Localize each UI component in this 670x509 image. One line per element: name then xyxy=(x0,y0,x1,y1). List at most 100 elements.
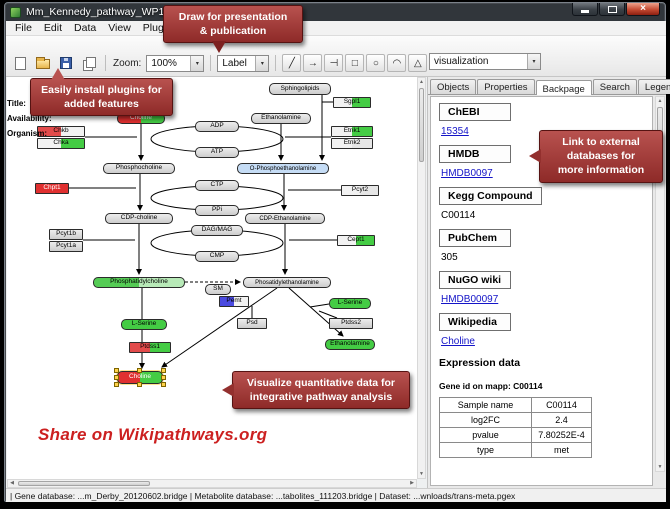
tab-search[interactable]: Search xyxy=(592,79,637,94)
scroll-up-icon[interactable]: ▲ xyxy=(657,98,663,104)
node-adp[interactable]: ADP xyxy=(195,121,239,132)
callout-pointer-icon xyxy=(51,68,65,80)
node-cdp-ethanolamine[interactable]: CDP-Ethanolamine xyxy=(245,213,325,224)
node-o-phosphoethanolamine[interactable]: O-Phosphoethanolamine xyxy=(237,163,329,174)
node-ptdss2[interactable]: Ptdss2 xyxy=(329,318,373,329)
selection-handle[interactable] xyxy=(114,368,119,373)
toolbar-separator xyxy=(275,55,277,71)
canvas-vertical-scrollbar[interactable]: ▲ ▼ xyxy=(417,77,426,479)
node-chpt1[interactable]: Chpt1 xyxy=(35,183,69,194)
bp-value-hmdb[interactable]: HMDB0097 xyxy=(441,168,493,179)
node-etnk2[interactable]: Etnk2 xyxy=(331,138,373,149)
oval-tool[interactable]: ○ xyxy=(366,54,386,72)
scrollbar-thumb[interactable] xyxy=(18,481,150,486)
node-ptdss1[interactable]: Ptdss1 xyxy=(129,342,171,353)
node-ethanolamine-bottom[interactable]: Ethanolamine xyxy=(325,339,375,350)
label-dropdown[interactable]: Label▾ xyxy=(217,54,270,72)
chevron-down-icon[interactable]: ▾ xyxy=(190,55,204,71)
menu-edit[interactable]: Edit xyxy=(43,22,63,34)
arrow-tool[interactable]: → xyxy=(303,54,323,72)
node-cdp-choline[interactable]: CDP-choline xyxy=(105,213,173,224)
selection-handle[interactable] xyxy=(137,368,142,373)
selection-handle[interactable] xyxy=(114,382,119,387)
triangle-tool[interactable]: △ xyxy=(408,54,428,72)
node-sm[interactable]: SM xyxy=(205,284,231,295)
selection-handle[interactable] xyxy=(161,374,166,380)
table-cell: pvalue xyxy=(439,427,532,443)
node-pcyt1b[interactable]: Pcyt1b xyxy=(49,229,83,240)
node-sphingolipids[interactable]: Sphingolipids xyxy=(269,83,331,95)
node-sgpl1[interactable]: Sgpl1 xyxy=(333,97,371,108)
node-psd[interactable]: Psd xyxy=(237,318,267,329)
node-phosphatidylethanolamine[interactable]: Phosatidylethanolamine xyxy=(243,277,331,288)
node-chka[interactable]: Chka xyxy=(37,138,85,149)
node-cmp[interactable]: CMP xyxy=(195,251,239,262)
chevron-down-icon[interactable]: ▾ xyxy=(527,54,540,69)
zoom-combobox[interactable]: 100% ▾ xyxy=(146,54,205,72)
node-choline-selected[interactable]: Choline xyxy=(114,368,166,387)
tab-backpage[interactable]: Backpage xyxy=(535,80,592,95)
pathway-edge[interactable] xyxy=(150,125,284,153)
rectangle-tool[interactable]: □ xyxy=(345,54,365,72)
node-pcyt2[interactable]: Pcyt2 xyxy=(341,185,379,196)
selection-handle[interactable] xyxy=(114,374,119,380)
open-button[interactable] xyxy=(33,54,53,72)
scroll-down-icon[interactable]: ▼ xyxy=(657,464,663,470)
selection-handle[interactable] xyxy=(161,382,166,387)
node-l-serine-left[interactable]: L-Serine xyxy=(121,319,167,330)
canvas-horizontal-scrollbar[interactable]: ◀ ▶ xyxy=(7,479,417,488)
node-ppi[interactable]: PPi xyxy=(195,205,239,216)
tbar-tool[interactable]: ⊣ xyxy=(324,54,344,72)
pathway-edge[interactable] xyxy=(150,185,284,211)
save-button[interactable] xyxy=(56,54,76,72)
node-l-serine-right[interactable]: L-Serine xyxy=(329,298,371,309)
arc-tool[interactable]: ◠ xyxy=(387,54,407,72)
node-chkb[interactable]: Chkb xyxy=(37,126,85,137)
scroll-down-icon[interactable]: ▼ xyxy=(419,471,424,477)
pathway-edge[interactable] xyxy=(150,229,284,257)
callout-line: integrative pathway analysis xyxy=(249,391,393,404)
menu-file[interactable]: File xyxy=(15,22,32,34)
node-ethanolamine-top[interactable]: Ethanolamine xyxy=(251,113,311,124)
node-ctp[interactable]: CTP xyxy=(195,180,239,191)
bp-value-nugo-wiki[interactable]: HMDB00097 xyxy=(441,294,499,305)
close-button[interactable]: × xyxy=(626,3,660,16)
menu-data[interactable]: Data xyxy=(74,22,97,34)
titlebar[interactable]: Mm_Kennedy_pathway_WP1771_45176.gp... xyxy=(5,3,665,21)
node-dag-mag[interactable]: DAG/MAG xyxy=(191,225,243,236)
maximize-button[interactable] xyxy=(599,3,625,16)
copy-button[interactable] xyxy=(79,54,99,72)
callout-line: & publication xyxy=(199,25,267,38)
scroll-right-icon[interactable]: ▶ xyxy=(410,480,414,486)
pathway-edge[interactable] xyxy=(318,310,338,319)
node-phosphatidylcholine[interactable]: Phosphatidylcholine xyxy=(93,277,185,288)
chevron-down-icon[interactable]: ▾ xyxy=(255,55,269,71)
selection-handle[interactable] xyxy=(161,368,166,373)
node-cept1[interactable]: Cept1 xyxy=(337,235,375,246)
bp-header-hmdb: HMDB xyxy=(439,145,511,163)
new-button[interactable] xyxy=(10,54,30,72)
scroll-up-icon[interactable]: ▲ xyxy=(419,79,424,85)
node-pcyt1a[interactable]: Pcyt1a xyxy=(49,241,83,252)
tab-objects[interactable]: Objects xyxy=(430,79,477,94)
scroll-left-icon[interactable]: ◀ xyxy=(10,480,14,486)
line-tool[interactable]: ╱ xyxy=(282,54,302,72)
tab-legend[interactable]: Legend xyxy=(637,79,670,94)
tab-properties[interactable]: Properties xyxy=(477,79,535,94)
node-pemt[interactable]: Pemt xyxy=(219,296,249,307)
node-atp[interactable]: ATP xyxy=(195,147,239,158)
bp-value-wikipedia[interactable]: Choline xyxy=(441,336,475,347)
pathway-edge[interactable] xyxy=(309,303,330,308)
statusbar-text: | Gene database: ...m_Derby_20120602.bri… xyxy=(10,490,516,501)
visualization-combobox[interactable]: visualization ▾ xyxy=(429,53,541,70)
node-phosphocholine[interactable]: Phosphocholine xyxy=(103,163,175,174)
callout-line: more information xyxy=(557,164,645,177)
scrollbar-thumb[interactable] xyxy=(419,88,424,162)
selection-handle[interactable] xyxy=(137,382,142,387)
menu-view[interactable]: View xyxy=(108,22,131,34)
node-etnk1[interactable]: Etnk1 xyxy=(331,126,373,137)
pathway-edge[interactable] xyxy=(161,287,278,368)
bp-value-chebi[interactable]: 15354 xyxy=(441,126,469,137)
minimize-button[interactable] xyxy=(572,3,598,16)
